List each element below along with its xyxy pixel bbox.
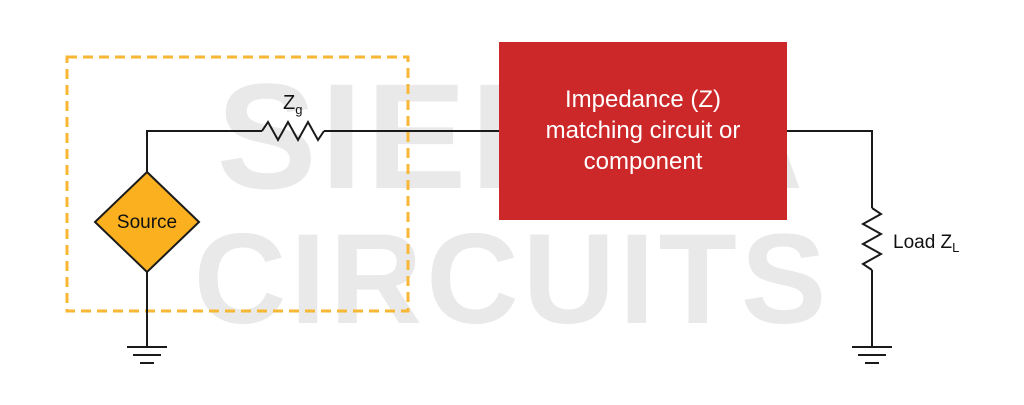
- source-boundary: [65, 55, 410, 313]
- matching-block-line-1: Impedance (Z): [565, 86, 721, 113]
- matching-block-line-3: component: [584, 148, 703, 175]
- matching-block-line-2: matching circuit or: [546, 117, 741, 144]
- load-label-prefix: Load Z: [893, 232, 953, 253]
- zg-subscript: g: [295, 102, 302, 117]
- source-label: Source: [117, 212, 177, 233]
- matching-circuit-block: [499, 42, 787, 220]
- zg-symbol: Z: [283, 92, 295, 114]
- watermark-line-2: CIRCUITS: [194, 208, 830, 351]
- load-ground-icon: [852, 346, 892, 364]
- zg-label: Zg: [283, 92, 302, 117]
- wire-matching-to-load: [787, 130, 873, 208]
- source-ground-icon: [127, 346, 167, 364]
- source-diamond: [93, 170, 201, 274]
- load-resistor: [860, 207, 884, 271]
- generator-impedance-resistor: [261, 119, 325, 143]
- load-subscript: L: [952, 240, 959, 255]
- load-label: Load ZL: [893, 232, 959, 255]
- wire-source-to-zg: [146, 130, 262, 175]
